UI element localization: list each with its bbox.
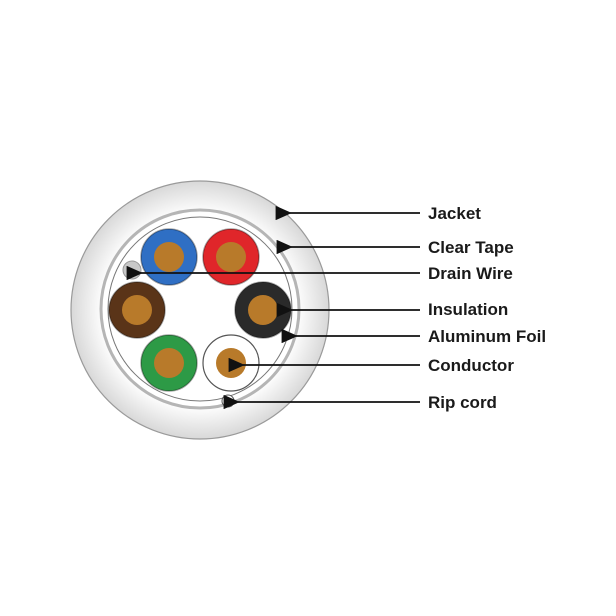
- aluminum-foil-label: Aluminum Foil: [428, 327, 546, 346]
- drain-wire-label: Drain Wire: [428, 264, 513, 283]
- black-conductor-core: [248, 295, 278, 325]
- conductor-label: Conductor: [428, 356, 514, 375]
- white-conductor-core: [216, 348, 246, 378]
- drain-wire: [122, 260, 142, 280]
- rip-cord-label: Rip cord: [428, 393, 497, 412]
- jacket-label: Jacket: [428, 204, 481, 223]
- red-conductor-core: [216, 242, 246, 272]
- clear-tape-label: Clear Tape: [428, 238, 514, 257]
- green-conductor-core: [154, 348, 184, 378]
- insulation-label: Insulation: [428, 300, 508, 319]
- rip-cord: [221, 394, 235, 408]
- clear-tape: [99, 208, 301, 410]
- brown-conductor-core: [122, 295, 152, 325]
- blue-conductor-core: [154, 242, 184, 272]
